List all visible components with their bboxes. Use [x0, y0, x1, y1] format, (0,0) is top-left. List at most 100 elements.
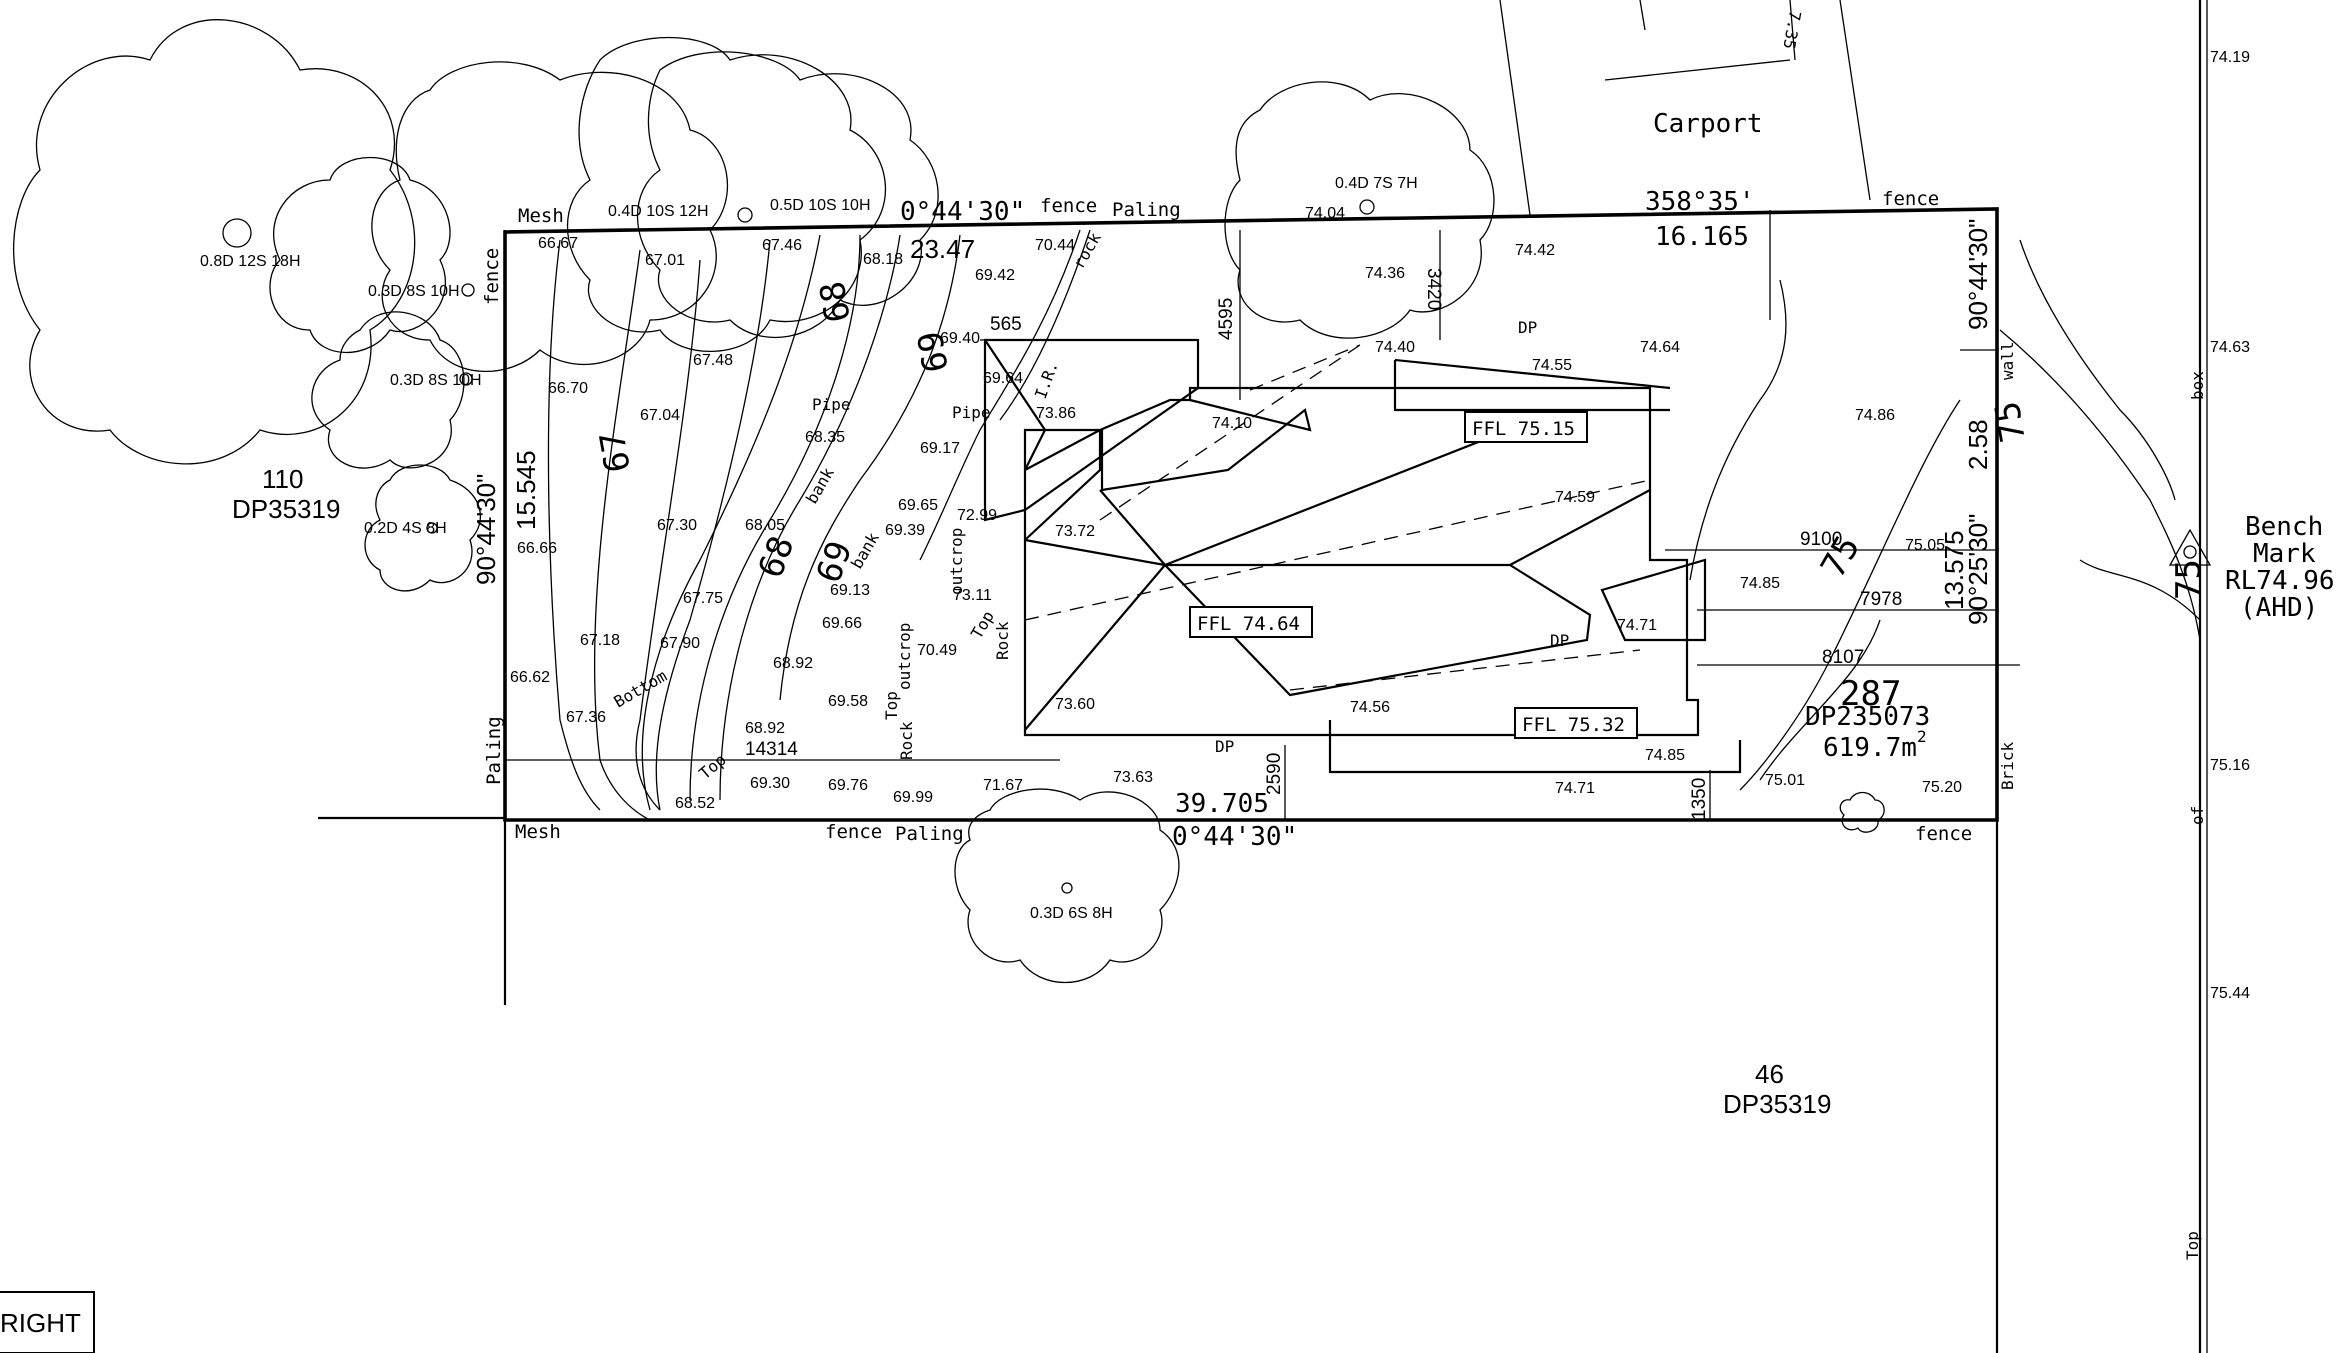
feature-label: Pipe: [812, 395, 851, 414]
spot-level: 70.49: [917, 642, 957, 659]
fence-label: Paling: [483, 716, 505, 785]
dimension-label: 7978: [1860, 589, 1902, 610]
tree-canopy: [1224, 81, 1495, 339]
contour-label: 69: [910, 328, 957, 375]
tree-canopy: [364, 464, 481, 592]
tree-label: 0.5D 10S 10H: [770, 197, 871, 214]
bench-mark-line: Bench: [2245, 512, 2323, 542]
contour-lines: [547, 229, 2201, 821]
fence-label: fence: [1882, 188, 1939, 210]
spot-level: 75.01: [1765, 772, 1805, 789]
feature-label: Pipe: [952, 403, 991, 422]
lot-boundary: [318, 0, 2208, 1353]
dimension-label: 1350: [1689, 778, 1710, 820]
spot-level: 67.90: [660, 635, 700, 652]
spot-level: 74.40: [1375, 339, 1415, 356]
spot-level: 68.35: [805, 429, 845, 446]
spot-level: 67.18: [580, 632, 620, 649]
tree-trunk: [459, 372, 473, 386]
tree-label: 0.2D 4S 8H: [364, 520, 447, 537]
tree-canopy: [269, 156, 451, 353]
tree-label: 0.3D 8S 10H: [390, 372, 482, 389]
feature-label: outcrop: [895, 623, 914, 690]
tree-label: 0.3D 6S 8H: [1030, 905, 1113, 922]
spot-level: 74.55: [1532, 357, 1572, 374]
spot-level: 69.99: [893, 789, 933, 806]
spot-level: 66.62: [510, 669, 550, 686]
lot-plan: DP35319: [232, 494, 340, 524]
spot-level: 74.04: [1305, 205, 1345, 222]
spot-level: 66.70: [548, 380, 588, 397]
carport-note: 7.35: [1779, 9, 1804, 50]
dimension-labels: 565 4595 3420 2590 1350 9100 7978 8107 1…: [745, 268, 1902, 820]
boundary-line: [503, 207, 1999, 822]
tree-label: 0.4D 7S 7H: [1335, 175, 1418, 192]
tree-canopy: [636, 51, 939, 339]
fence-label: Paling: [895, 823, 964, 845]
fence-label: Brick: [1998, 741, 2017, 790]
spot-level: 74.56: [1350, 699, 1390, 716]
dimension-label: 2590: [1264, 753, 1285, 795]
lot-labels: 287 DP235073 619.7m 2 110 DP35319 46 DP3…: [232, 464, 1930, 1119]
feature-label: I.R.: [1031, 359, 1062, 402]
dimension-label: 8107: [1822, 647, 1864, 668]
lot-number: 46: [1755, 1059, 1784, 1089]
lot-area-sup: 2: [1917, 727, 1927, 746]
bench-mark-symbol: [2168, 528, 2212, 566]
bench-mark-label: Bench Mark RL74.96 (AHD): [2225, 512, 2335, 623]
spot-level: 74.36: [1365, 265, 1405, 282]
spot-levels: 66.67 67.01 67.46 68.18 69.42 70.44 74.0…: [510, 49, 2250, 1002]
fence-label: fence: [481, 248, 503, 305]
distance: 16.165: [1655, 222, 1749, 252]
bearing: 90°44'30": [471, 474, 501, 585]
bearing: 358°35': [1645, 187, 1755, 217]
fence-label: Mesh: [515, 821, 561, 843]
spot-level: 74.71: [1555, 780, 1595, 797]
ffl-label: FFL 75.15: [1472, 418, 1575, 440]
spot-level: 69.42: [975, 267, 1015, 284]
carport-label: Carport: [1653, 109, 1763, 139]
tree-trunk: [1359, 199, 1375, 215]
tree-trunk: [461, 283, 475, 297]
spot-level: 68.05: [745, 517, 785, 534]
spot-level: 74.64: [1640, 339, 1680, 356]
dimension-label: 3420: [1423, 268, 1444, 310]
spot-level: 74.85: [1740, 575, 1780, 592]
distance: 13.575: [1939, 530, 1969, 610]
fence-label: Top: [2183, 1231, 2202, 1260]
spot-level: 69.58: [828, 693, 868, 710]
spot-level: 73.63: [1113, 769, 1153, 786]
distance: 15.545: [511, 450, 541, 530]
contour-label: 67: [592, 428, 639, 475]
dimension-label: 14314: [745, 739, 798, 760]
tree-label: 0.4D 10S 12H: [608, 203, 709, 220]
spot-level: 75.20: [1922, 779, 1962, 796]
tree-canopy: [371, 61, 729, 373]
contour-label: 69: [809, 536, 861, 588]
fence-labels: Mesh fence Paling fence fence Paling Mes…: [481, 188, 2207, 1260]
spot-level: 69.66: [822, 615, 862, 632]
spot-level: 69.76: [828, 777, 868, 794]
tree-canopies: [13, 19, 1885, 984]
bearing: 90°44'30": [1963, 219, 1993, 330]
tree-canopy: [954, 788, 1180, 984]
dimension-label: 565: [990, 314, 1022, 335]
tree-label: 0.8D 12S 18H: [200, 253, 301, 270]
lot-area: 619.7m: [1823, 733, 1917, 763]
spot-level: 75.44: [2210, 985, 2250, 1002]
distance: 2.58: [1963, 419, 1993, 470]
spot-level: 70.44: [1035, 237, 1075, 254]
feature-label: Rock: [993, 621, 1012, 660]
spot-level: 73.11: [953, 587, 992, 604]
tree-trunk: [737, 207, 753, 223]
spot-level: 68.18: [863, 251, 903, 268]
spot-level: 69.30: [750, 775, 790, 792]
shrub: [1839, 791, 1885, 833]
feature-label: bank: [802, 464, 838, 507]
spot-level: 75.05: [1905, 537, 1945, 554]
floor-level-tags: FFL 75.15 FFL 74.64 FFL 75.32: [1189, 411, 1638, 739]
fence-label: Mesh: [518, 205, 564, 227]
boundary-annotations: 0°44'30" 23.47 358°35' 16.165 0°44'30" 3…: [471, 187, 1993, 852]
feature-label: outcrop: [947, 528, 966, 595]
tree-trunk: [1061, 882, 1073, 894]
